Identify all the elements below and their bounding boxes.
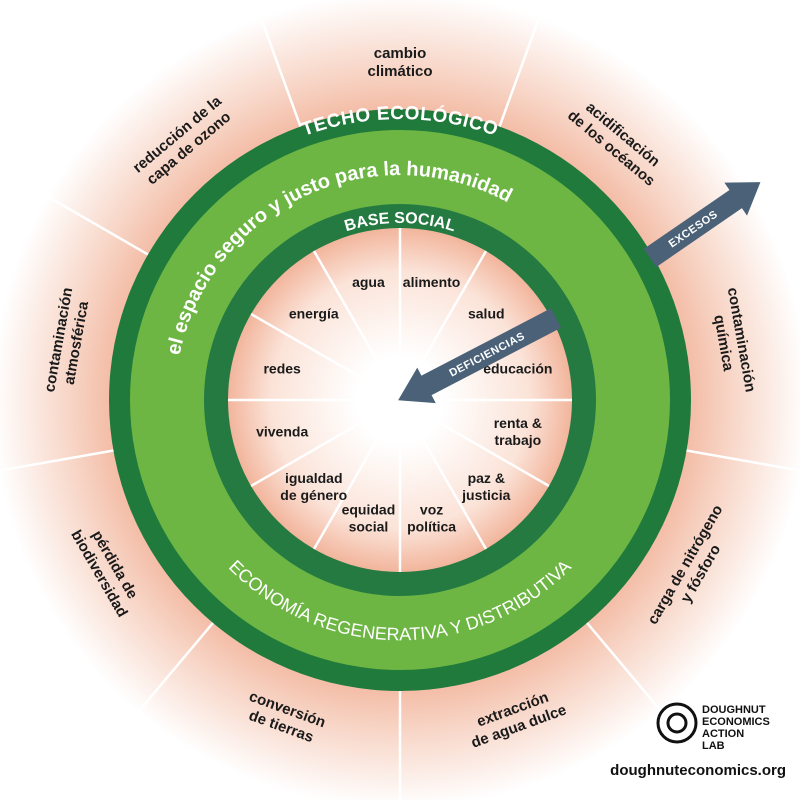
social-divider: [399, 398, 550, 488]
label-line: de género: [280, 487, 347, 503]
logo-line-1: DOUGHNUT: [702, 704, 766, 716]
label-line: energía: [289, 306, 339, 322]
label-line: agua: [352, 274, 385, 290]
social-dimension-label: alimento: [403, 274, 461, 290]
social-dimension-label: renta &trabajo: [494, 415, 542, 448]
social-divider: [312, 250, 402, 401]
label-line: alimento: [403, 274, 461, 290]
social-dimension-label: energía: [289, 306, 339, 322]
ecological-divider: [255, 4, 306, 138]
social-dimension-label: agua: [352, 274, 385, 290]
social-dimension-label: vivenda: [256, 424, 308, 440]
social-dimension-label: salud: [468, 306, 505, 322]
label-line: voz: [420, 501, 443, 517]
social-divider: [250, 398, 401, 488]
label-line: educación: [483, 360, 552, 376]
label-line: equidad: [342, 501, 396, 517]
label-line: cambio: [374, 45, 427, 62]
label-line: paz &: [468, 470, 505, 486]
logo-line-3: ACTION: [702, 728, 744, 740]
social-dimension-label: paz &justicia: [461, 470, 510, 503]
label-line: renta &: [494, 415, 542, 431]
label-line: trabajo: [494, 432, 541, 448]
social-dimension-label: educación: [483, 360, 552, 376]
label-line: vivenda: [256, 424, 308, 440]
label-line: justicia: [461, 487, 510, 503]
label-line: política: [407, 518, 456, 534]
doughnut-logo-icon: [656, 702, 698, 744]
ecological-divider: [35, 188, 159, 262]
label-line: redes: [263, 360, 301, 376]
logo-line-2: ECONOMICS: [702, 716, 770, 728]
social-dimension-label: redes: [263, 360, 301, 376]
label-line: igualdad: [285, 470, 343, 486]
website-link[interactable]: doughnuteconomics.org: [610, 762, 786, 779]
social-foundation-labels: alimento salud educación renta &trabajo paz …: [256, 274, 552, 534]
social-divider: [250, 312, 401, 402]
ecological-divider: [0, 447, 125, 472]
social-divider: [312, 399, 402, 550]
label-line: social: [349, 518, 389, 534]
label-line: climático: [367, 63, 432, 80]
ecological-divider: [675, 447, 800, 472]
logo-line-4: LAB: [702, 740, 725, 752]
ecological-divider: [129, 613, 221, 723]
doughnut-economics-logo: DOUGHNUT ECONOMICS ACTION LAB: [656, 702, 770, 752]
ecological-divider: [494, 4, 545, 138]
label-line: salud: [468, 306, 505, 322]
ecological-divider: [579, 613, 671, 723]
social-divider: [398, 399, 488, 550]
